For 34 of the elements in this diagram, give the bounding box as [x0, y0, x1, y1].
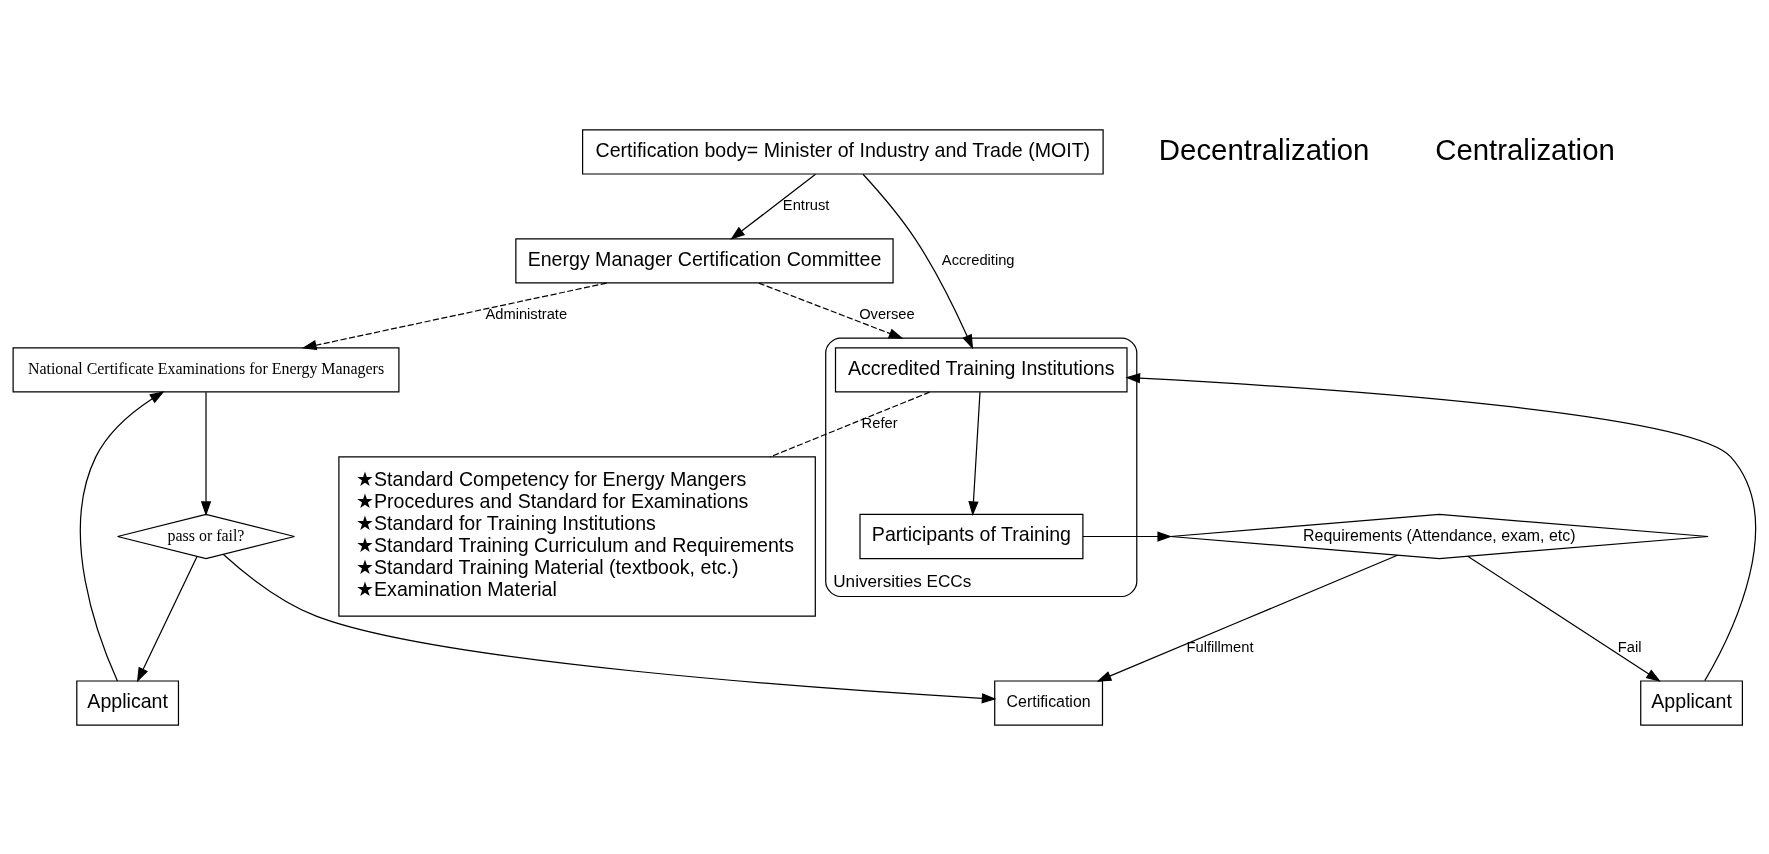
arrow: [1082, 530, 1173, 542]
node-box: Applicant: [76, 679, 180, 726]
arrow: [200, 391, 212, 516]
arrow: [301, 281, 608, 350]
arrow: [222, 553, 997, 703]
arrow: [136, 555, 198, 682]
connector: [769, 391, 931, 457]
node-box: Certification: [994, 679, 1104, 726]
arrow: [1096, 554, 1399, 682]
node-box: ★Standard Competency for Energy Mangers ★Procedures and Standard for Examinations ★Standard for Training Institutions ★Standard Training Curriculum and Requirements ★Standard Training Material (textbook, etc.) ★Examination Material: [338, 455, 816, 617]
arrow: [758, 281, 904, 339]
label: Decentralization: [1158, 132, 1370, 166]
node-box: Applicant: [1640, 679, 1743, 726]
arrow: [1125, 372, 1757, 681]
arrow: [1467, 555, 1661, 682]
edge-label: Fulfillment: [1186, 638, 1254, 655]
node-box: Energy Manager Certification Committee: [515, 237, 894, 284]
edge-label: Oversee: [859, 305, 915, 322]
arrow: [968, 391, 981, 516]
edge-label: Refer: [861, 414, 898, 431]
node-box: Participants of Training: [859, 513, 1084, 559]
edge-label: Fail: [1617, 638, 1642, 655]
node-diamond: Requirements (Attendance, exam, etc): [1169, 513, 1709, 559]
arrow: [862, 173, 974, 349]
edge-label: Entrust: [782, 196, 830, 213]
node-box: National Certificate Examinations for Energy Managers: [12, 346, 400, 393]
label: Centralization: [1435, 132, 1615, 166]
arrow: [79, 390, 165, 681]
node-diamond: pass or fail?: [116, 513, 296, 559]
edge-label: Accrediting: [941, 251, 1015, 268]
node-box: Certification body= Minister of Industry and Trade (MOIT): [582, 128, 1104, 175]
arrow: [730, 173, 817, 240]
node-box: Accredited Training Institutions: [834, 346, 1128, 393]
edge-label: Administrate: [485, 305, 568, 322]
